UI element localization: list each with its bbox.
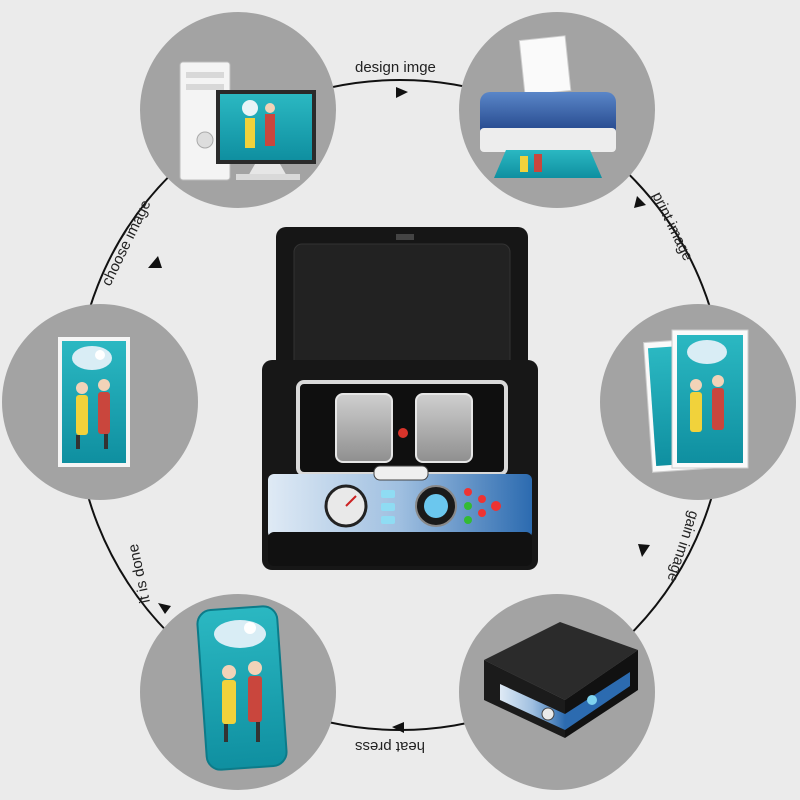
printer-icon <box>480 35 616 178</box>
temperature-display <box>415 485 457 527</box>
phone-mold-left <box>335 393 393 463</box>
latch-handle[interactable] <box>373 465 429 481</box>
step-label-design: design imge <box>355 59 436 76</box>
step-choose <box>2 304 198 500</box>
step-heat <box>459 594 655 790</box>
phone-mold-right <box>415 393 473 463</box>
control-buttons[interactable] <box>464 488 501 524</box>
arrow-icon <box>634 196 646 208</box>
step-label-heat: heat press <box>355 738 425 755</box>
heat-press-machine-icon <box>484 622 638 738</box>
arrow-icon <box>638 544 650 557</box>
step-label-done: it is done <box>125 542 154 604</box>
arrow-icon <box>148 256 162 268</box>
pressure-gauge <box>324 484 368 528</box>
sensor-dot <box>398 428 408 438</box>
heat-press-machine <box>262 227 538 570</box>
phone-case-icon <box>196 605 288 771</box>
step-done <box>140 594 336 790</box>
step-label-gain: gain image <box>664 509 703 584</box>
arrow-icon <box>158 603 171 614</box>
step-design <box>140 12 336 208</box>
lid-handle[interactable] <box>396 234 414 240</box>
photo-icon <box>58 337 130 467</box>
printed-sheets-icon <box>643 329 749 473</box>
step-gain <box>600 304 796 500</box>
step-label-print: print image <box>648 189 696 263</box>
step-label-choose: choose image <box>98 197 154 288</box>
mode-indicators <box>381 490 395 524</box>
arrow-icon <box>392 722 404 733</box>
arrow-icon <box>396 87 408 98</box>
computer-icon <box>179 61 316 181</box>
step-print <box>459 12 655 208</box>
